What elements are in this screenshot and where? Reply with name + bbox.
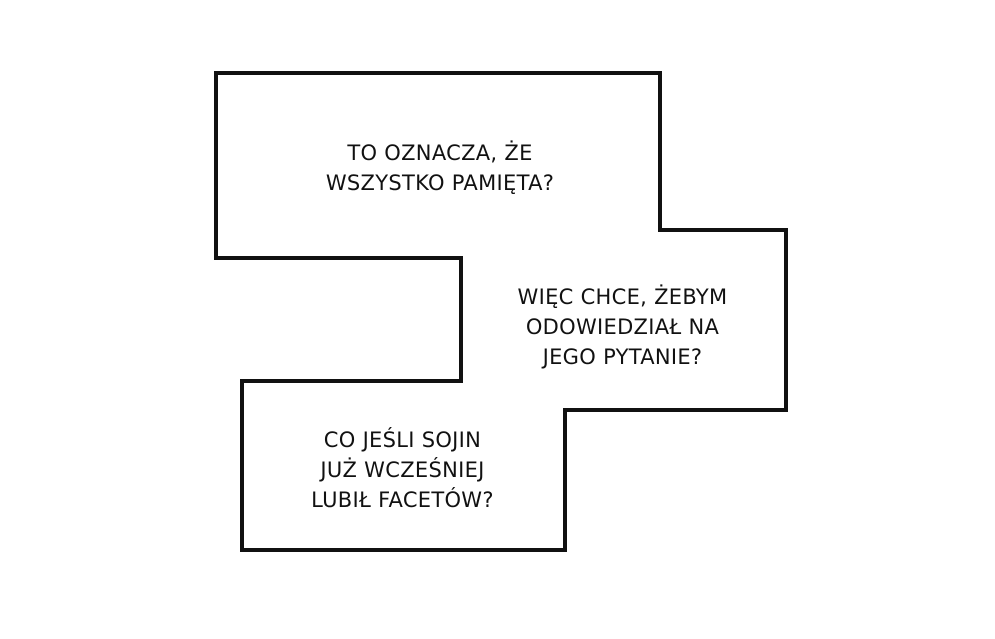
caption-3-line-3: LUBIŁ FACETÓW? (311, 488, 494, 512)
caption-2-line-1: WIĘC CHCE, ŻEBYM (517, 285, 728, 309)
caption-3-line-1: CO JEŚLI SOJIN (323, 428, 482, 452)
caption-3-line-2: JUŻ WCZEŚNIEJ (320, 458, 485, 482)
caption-text-3: CO JEŚLI SOJIN JUŻ WCZEŚNIEJ LUBIŁ FACET… (260, 425, 545, 515)
caption-2-line-2: ODOWIEDZIAŁ NA (525, 315, 720, 339)
caption-1-line-1: TO OZNACZA, ŻE (347, 141, 533, 165)
caption-text-2: WIĘC CHCE, ŻEBYM ODOWIEDZIAŁ NA JEGO PYT… (480, 282, 765, 372)
caption-1-line-2: WSZYSTKO PAMIĘTA? (325, 171, 555, 195)
caption-text-1: TO OZNACZA, ŻE WSZYSTKO PAMIĘTA? (270, 138, 610, 198)
caption-2-line-3: JEGO PYTANIE? (542, 345, 703, 369)
caption-panel-shape (214, 71, 788, 552)
